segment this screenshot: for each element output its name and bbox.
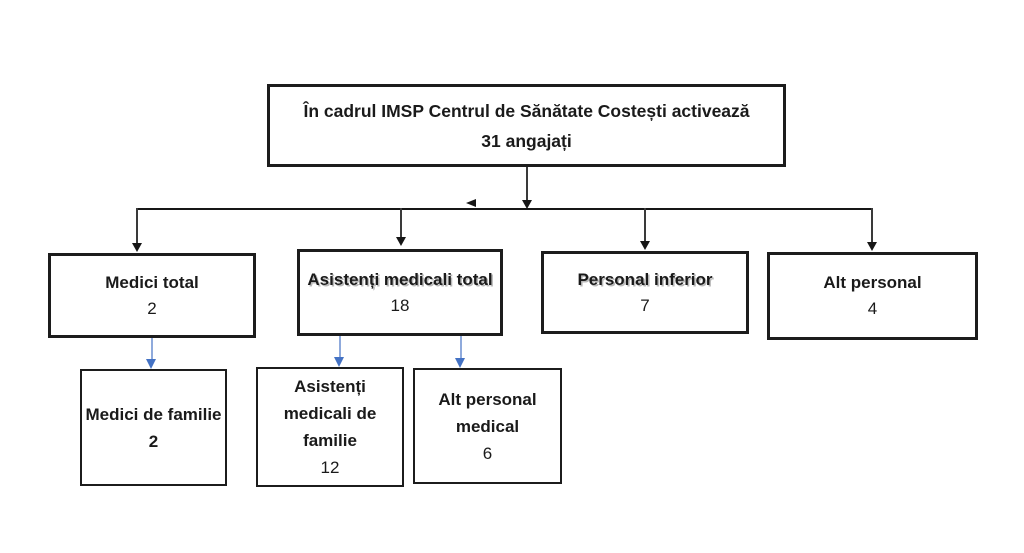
- branch-horizontal-line: [136, 208, 873, 211]
- box-asistenti-medicali-de-familie: Asistenți medicali de familie 12: [256, 367, 404, 487]
- box-alt-personal-medical: Alt personal medical 6: [413, 368, 562, 484]
- box-medici-de-familie: Medici de familie 2: [80, 369, 227, 486]
- asistenti-familie-title: Asistenți medicali de familie: [283, 377, 377, 450]
- alt-personal-medical-title: Alt personal medical: [438, 389, 537, 436]
- drop-line-medici-total: [136, 208, 138, 244]
- box-asistenti-medicali-total: Asistenți medicali total 18: [297, 249, 503, 336]
- personal-inferior-title: Personal inferior: [577, 269, 713, 289]
- medici-familie-value: 2: [148, 431, 159, 451]
- root-box-line1: În cadrul IMSP Centrul de Sănătate Coste…: [303, 100, 750, 121]
- drop-line-personal-inferior: [644, 208, 646, 242]
- root-box-total-staff: În cadrul IMSP Centrul de Sănătate Coste…: [267, 84, 786, 167]
- box-alt-personal: Alt personal 4: [767, 252, 978, 340]
- alt-personal-value: 4: [867, 299, 878, 318]
- blue-drop-line-medici-familie: [151, 338, 153, 360]
- box-personal-inferior: Personal inferior 7: [541, 251, 749, 334]
- down-arrowhead-medici-total-icon: [132, 243, 142, 252]
- blue-drop-line-asistenti-familie: [339, 336, 341, 358]
- down-arrowhead-asistenti-total-icon: [396, 237, 406, 246]
- medici-familie-title: Medici de familie: [85, 404, 222, 424]
- asistenti-total-value: 18: [390, 295, 410, 315]
- asistenti-familie-value: 12: [320, 458, 340, 477]
- alt-personal-medical-value: 6: [482, 443, 493, 463]
- alt-personal-title: Alt personal: [823, 273, 922, 292]
- asistenti-total-title: Asistenți medicali total: [307, 269, 493, 289]
- personal-inferior-value: 7: [640, 295, 650, 315]
- down-arrowhead-personal-inferior-icon: [640, 241, 650, 250]
- root-down-arrowhead-icon: [522, 200, 532, 209]
- drop-line-asistenti-total: [400, 208, 402, 238]
- down-arrowhead-alt-personal-icon: [867, 242, 877, 251]
- mid-left-arrowhead-icon: [466, 199, 476, 207]
- root-connector-stem: [526, 167, 528, 201]
- root-box-line2: 31 angajați: [481, 130, 572, 151]
- blue-arrowhead-alt-personal-medical-icon: [455, 358, 465, 368]
- box-medici-total: Medici total 2: [48, 253, 256, 338]
- blue-arrowhead-asistenti-familie-icon: [334, 357, 344, 367]
- blue-drop-line-alt-personal-medical: [460, 336, 462, 359]
- medici-total-value: 2: [147, 298, 157, 318]
- drop-line-alt-personal: [871, 208, 873, 243]
- medici-total-title: Medici total: [105, 272, 199, 292]
- blue-arrowhead-medici-familie-icon: [146, 359, 156, 369]
